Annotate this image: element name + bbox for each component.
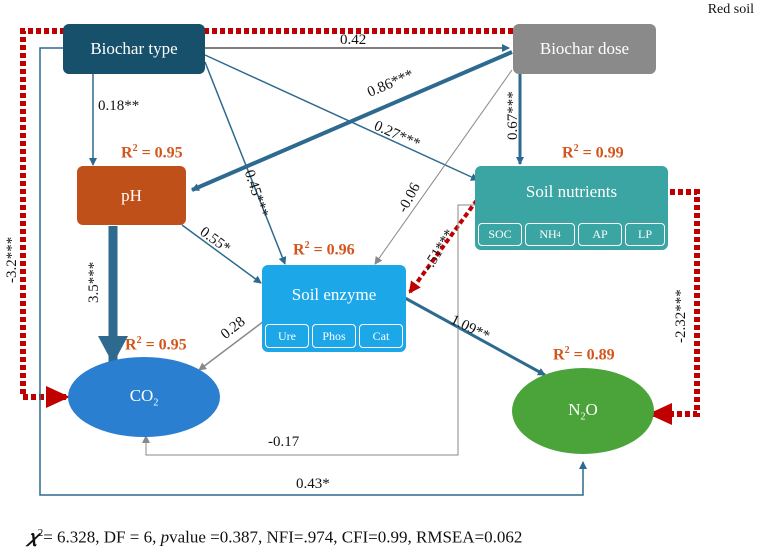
path-ph-to-enzyme [181,224,262,284]
path-type-to-n2o [39,47,587,496]
node-soil-enzyme-label: Soil enzyme [291,285,377,304]
node-n2o-label: N2O [568,399,598,423]
r2-co2: R2 = 0.95 [125,335,187,354]
node-soil-enzyme: Soil enzyme Ure Phos Cat [262,265,406,352]
path-nutrients-to-enzyme [408,198,479,294]
node-soil-nutrients-label: Soil nutrients [525,182,618,201]
node-biochar-type: Biochar type [63,24,205,74]
r2-soil-nutrients: R2 = 0.99 [562,143,624,162]
node-ph-label: pH [121,185,142,205]
path-type-to-enzyme [204,61,287,265]
enzyme-ure: Ure [265,324,309,348]
path-dose-to-enzyme [374,69,513,265]
node-n2o: N2O [512,368,654,454]
node-co2-label: CO2 [129,385,159,409]
coef-type-dose: 0.42 [340,32,367,48]
coef-nutrients-co2: -0.17 [268,434,300,450]
path-dose-to-co2 [20,28,513,408]
path-enzyme-to-co2 [198,317,269,371]
nutrient-ap: AP [578,223,622,246]
model-fit-statistics: 𝜒2= 6.328, DF = 6, pvalue =0.387, NFI=.9… [28,527,523,547]
coef-ph-co2: 3.5*** [86,261,102,303]
coef-type-n2o: 0.43* [296,476,330,492]
node-co2: CO2 [68,357,220,437]
coef-dose-nutrients: 0.67*** [505,91,521,140]
path-enzyme-to-n2o [404,296,546,377]
path-nutrients-to-n2o [648,189,700,425]
node-biochar-dose-label: Biochar dose [539,39,630,58]
coef-nutrients-n2o: -2.32*** [673,289,689,343]
node-biochar-type-label: Biochar type [90,39,178,58]
nutrient-soc: SOC [478,223,522,246]
nutrient-lp: LP [625,223,665,246]
coef-type-ph: 0.18** [98,98,140,114]
path-nutrients-to-co2 [142,204,475,456]
panel-label: Red soil [707,2,754,17]
r2-n2o: R2 = 0.89 [553,345,615,364]
path-type-to-nutrients [204,54,479,181]
coef-dose-co2: -3.2*** [4,236,20,283]
node-ph: pH [77,166,186,225]
node-biochar-dose: Biochar dose [513,24,656,74]
path-dose-to-ph [191,50,513,192]
r2-soil-enzyme: R2 = 0.96 [293,240,355,259]
enzyme-phos: Phos [312,324,356,348]
enzyme-cat: Cat [359,324,403,348]
r2-ph: R2 = 0.95 [121,143,183,162]
